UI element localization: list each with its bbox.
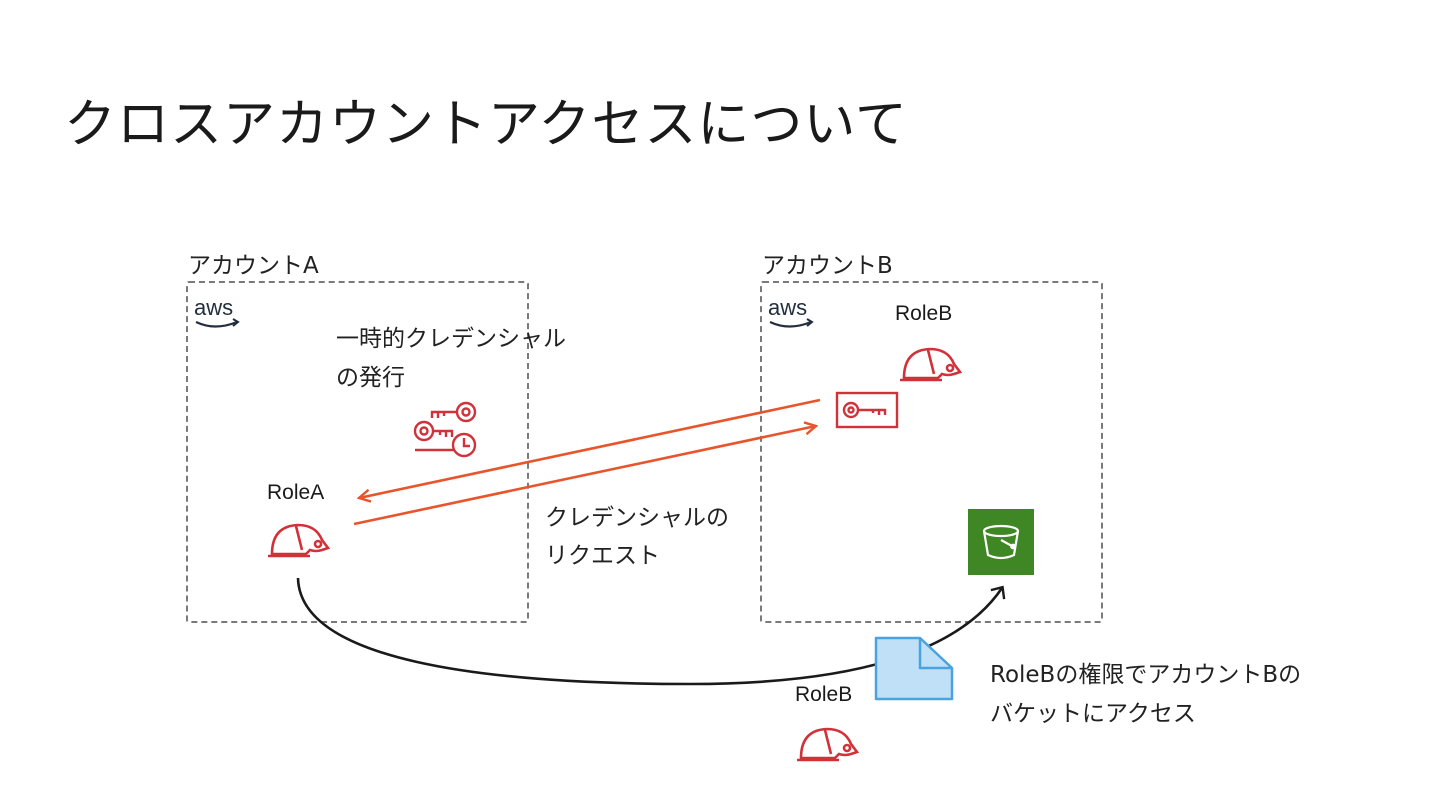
account-a-box [186, 281, 529, 623]
account-b-label: アカウントB [762, 253, 893, 279]
svg-text:aws: aws [194, 295, 233, 320]
temporary-credentials-icon [413, 401, 477, 458]
svg-text:aws: aws [768, 295, 807, 320]
role-a-label: RoleA [267, 481, 325, 504]
credential-key-icon [835, 391, 899, 429]
assumed-role-label: RoleB [795, 683, 853, 706]
aws-logo-icon: aws [194, 295, 240, 328]
aws-logo-icon: aws [768, 295, 814, 328]
role-b-label: RoleB [895, 302, 953, 325]
role-a-helmet-icon [268, 523, 330, 558]
request-note-line2: リクエスト [545, 543, 660, 569]
request-note-line1: クレデンシャルの [545, 505, 729, 531]
credential-request-arrow [353, 426, 816, 526]
access-note-line2: バケットにアクセス [990, 701, 1196, 727]
access-note-line1: RoleBの権限でアカウントBの [990, 662, 1302, 688]
document-icon [874, 636, 954, 701]
temp-credential-note-line2: の発行 [336, 365, 405, 391]
page-title: クロスアカウントアクセスについて [64, 95, 908, 155]
bucket-access-arrow [296, 577, 1006, 686]
s3-bucket-icon [968, 509, 1034, 575]
account-a-label: アカウントA [188, 253, 319, 279]
temp-credential-note-line1: 一時的クレデンシャル [336, 326, 566, 352]
account-b-box [760, 281, 1103, 623]
credential-return-arrow [359, 398, 821, 498]
assumed-role-helmet-icon [797, 727, 859, 762]
role-b-helmet-icon [900, 347, 962, 382]
